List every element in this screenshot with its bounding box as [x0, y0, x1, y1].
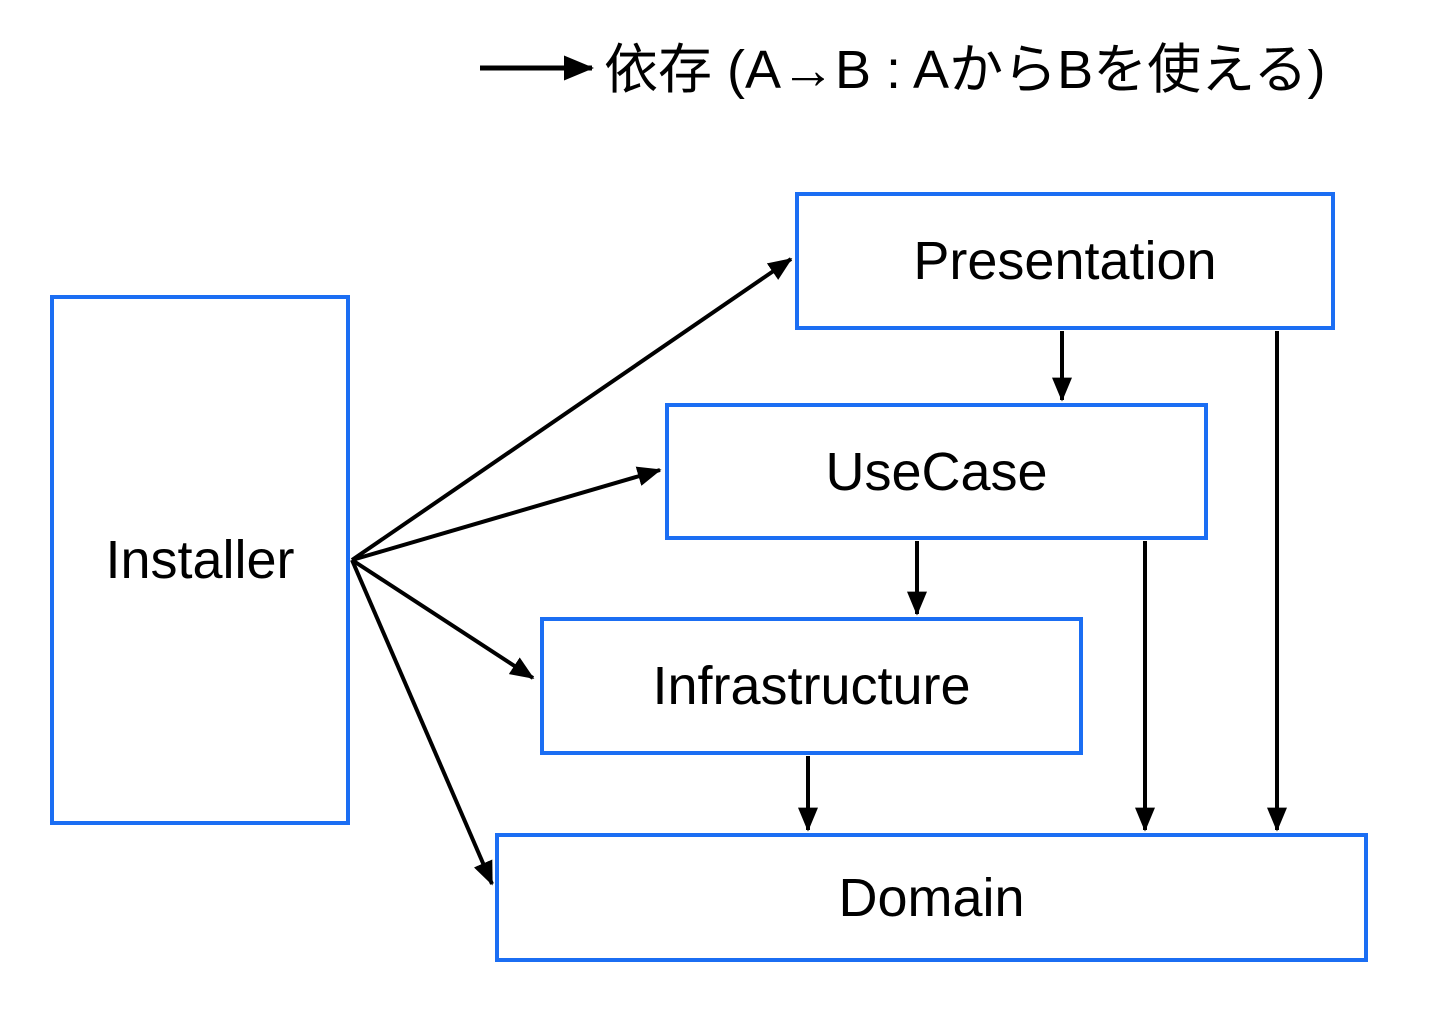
node-infrastructure-label: Infrastructure: [652, 656, 971, 716]
arrow-installer-to-infrastructure: [350, 558, 535, 680]
node-installer-label: Installer: [105, 530, 295, 590]
node-usecase: UseCase: [665, 403, 1208, 540]
node-presentation-label: Presentation: [913, 231, 1217, 291]
legend-label: 依存 (A→B : AからBを使える): [604, 40, 1326, 100]
node-infrastructure: Infrastructure: [540, 617, 1083, 755]
arrow-installer-to-domain: [350, 559, 494, 886]
node-installer: Installer: [50, 295, 350, 825]
node-usecase-label: UseCase: [825, 441, 1048, 502]
arrow-installer-to-presentation: [350, 257, 793, 562]
node-domain: Domain: [495, 833, 1368, 962]
arrow-installer-to-usecase: [351, 466, 662, 562]
node-domain-label: Domain: [838, 867, 1025, 928]
node-presentation: Presentation: [795, 192, 1335, 330]
